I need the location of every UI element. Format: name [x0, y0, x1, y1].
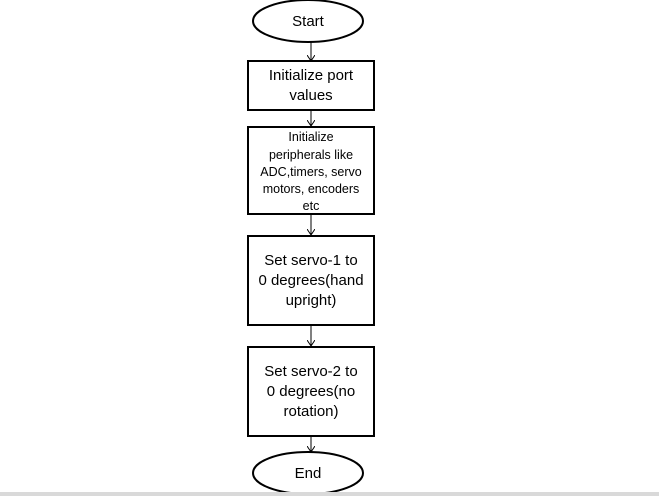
init-peripherals-line-5: etc: [303, 199, 320, 213]
init-port-line-2: values: [289, 87, 332, 104]
set-servo-1-line-3: upright): [286, 292, 337, 309]
init-port-line-1: Initialize port: [269, 67, 354, 84]
end-terminal: End: [252, 451, 364, 495]
process-box-init-peripherals: Initialize peripherals like ADC,timers, …: [247, 126, 375, 215]
process-box-set-servo-1: Set servo-1 to 0 degrees(hand upright): [247, 235, 375, 326]
bottom-edge-strip: [0, 492, 659, 496]
set-servo-2-line-3: rotation): [283, 403, 338, 420]
set-servo-2-line-2: 0 degrees(no: [267, 383, 355, 400]
process-box-set-servo-2: Set servo-2 to 0 degrees(no rotation): [247, 346, 375, 437]
set-servo-1-line-2: 0 degrees(hand: [258, 272, 363, 289]
set-servo-1-line-1: Set servo-1 to: [264, 252, 357, 269]
process-box-init-port: Initialize port values: [247, 60, 375, 111]
init-peripherals-line-3: ADC,timers, servo: [260, 165, 361, 179]
end-label: End: [295, 465, 322, 482]
start-terminal: Start: [252, 0, 364, 43]
init-peripherals-line-4: motors, encoders: [263, 182, 360, 196]
start-label: Start: [292, 13, 325, 30]
set-servo-2-line-1: Set servo-2 to: [264, 363, 357, 380]
init-peripherals-line-1: Initialize: [288, 130, 333, 144]
init-peripherals-line-2: peripherals like: [269, 148, 353, 162]
